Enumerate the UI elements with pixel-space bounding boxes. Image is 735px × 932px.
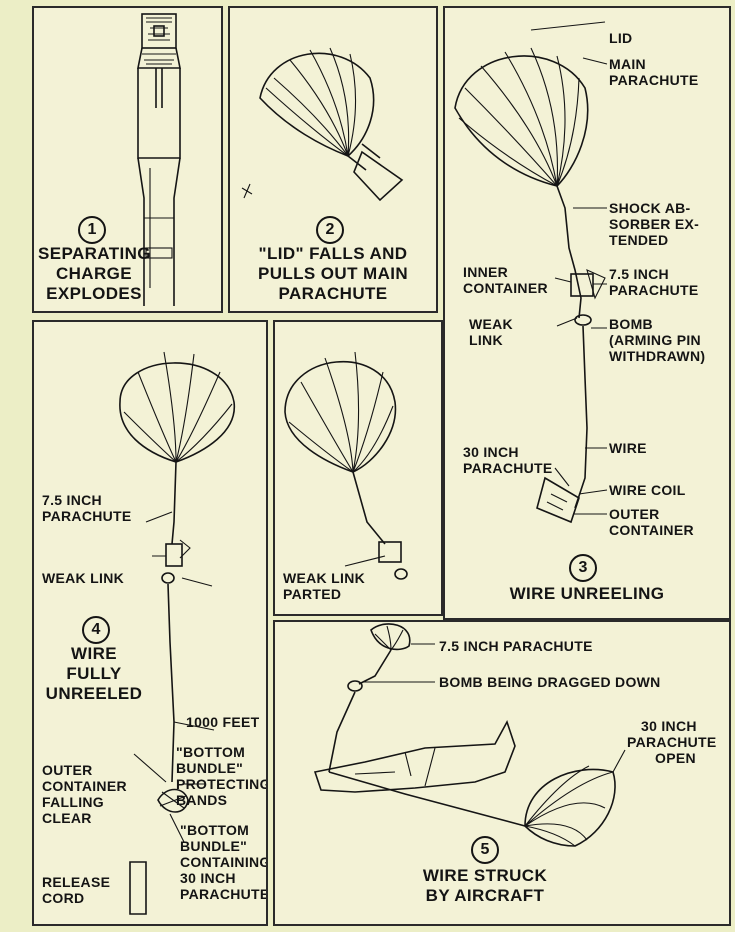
panel-3-illustration xyxy=(454,21,608,524)
p4-label-bundle-4: 30 INCH xyxy=(180,870,236,886)
panel-2-caption-line-1: "LID" FALLS AND xyxy=(258,244,408,263)
p4-label-chute-75-2: PARACHUTE xyxy=(42,508,132,524)
panel-1-caption-line-3: EXPLODES xyxy=(46,284,142,303)
panel-1-illustration xyxy=(137,13,181,306)
label-wire-coil: WIRE COIL xyxy=(609,482,686,498)
label-bomb-2: (ARMING PIN xyxy=(609,332,701,348)
label-shock-absorber-3: TENDED xyxy=(609,232,669,248)
label-weak-link-2: LINK xyxy=(469,332,503,348)
panel-2-caption-line-3: PARACHUTE xyxy=(278,284,388,303)
label-wire: WIRE xyxy=(609,440,647,456)
p5-label-bomb-dragged: BOMB BEING DRAGGED DOWN xyxy=(439,674,661,690)
label-weak-link-parted-1: WEAK LINK xyxy=(283,570,366,586)
label-chute-30-2: PARACHUTE xyxy=(463,460,553,476)
label-inner-container-1: INNER xyxy=(463,264,509,280)
panel-4-caption-line-3: UNREELED xyxy=(45,684,143,703)
p5-label-chute-75: 7.5 INCH PARACHUTE xyxy=(439,638,593,654)
label-chute-75-2: PARACHUTE xyxy=(609,282,699,298)
p5-label-chute-30-open-3: OPEN xyxy=(655,750,696,766)
label-chute-30-1: 30 INCH xyxy=(463,444,519,460)
label-outer-container-2: CONTAINER xyxy=(609,522,694,538)
panel-5-caption-line-1: WIRE STRUCK xyxy=(422,866,548,885)
label-weak-link-parted-2: PARTED xyxy=(283,586,342,602)
panel-1-caption-line-2: CHARGE xyxy=(55,264,133,283)
p4-label-bundle-2: BUNDLE" xyxy=(180,838,248,854)
panel-4-caption-line-2: FULLY xyxy=(66,664,122,683)
p4-label-outer-3: FALLING xyxy=(42,794,104,810)
label-bomb-1: BOMB xyxy=(609,316,653,332)
p4-label-bundle-5: PARACHUTE xyxy=(180,886,268,902)
panel-1-caption-line-1: SEPARATING xyxy=(38,244,151,263)
p4-label-outer-1: OUTER xyxy=(42,762,93,778)
label-main-parachute-2: PARACHUTE xyxy=(609,72,699,88)
p4-label-release-1: RELEASE xyxy=(42,874,111,890)
label-shock-absorber-1: SHOCK AB- xyxy=(609,200,691,216)
p4-label-bands-3: PROTECTING xyxy=(176,776,268,792)
label-chute-75-1: 7.5 INCH xyxy=(609,266,669,282)
label-bomb-3: WITHDRAWN) xyxy=(609,348,706,364)
label-inner-container-2: CONTAINER xyxy=(463,280,548,296)
label-lid: LID xyxy=(609,30,633,46)
p4-label-bands-1: "BOTTOM xyxy=(176,744,246,760)
panel-2-number: 2 xyxy=(316,216,344,244)
panel-3-caption: WIRE UNREELING xyxy=(509,584,665,603)
label-main-parachute-1: MAIN xyxy=(609,56,646,72)
p4-label-weak-link: WEAK LINK xyxy=(42,570,125,586)
p4-label-1000-feet: 1000 FEET xyxy=(186,714,260,730)
p4-label-bundle-3: CONTAINING xyxy=(180,854,268,870)
panel-4: 7.5 INCH PARACHUTE WEAK LINK 4 WIRE FULL… xyxy=(32,320,268,926)
panel-2: 2 "LID" FALLS AND PULLS OUT MAIN PARACHU… xyxy=(228,6,438,313)
label-shock-absorber-2: SORBER EX- xyxy=(609,216,700,232)
panel-2-illustration xyxy=(241,47,404,202)
panel-5-caption-line-2: BY AIRCRAFT xyxy=(425,886,545,905)
p4-label-chute-75-1: 7.5 INCH xyxy=(42,492,102,508)
panel-3-number: 3 xyxy=(569,554,597,582)
panel-4-number: 4 xyxy=(82,616,110,644)
p4-label-outer-2: CONTAINER xyxy=(42,778,127,794)
p5-label-chute-30-open-2: PARACHUTE xyxy=(627,734,717,750)
panel-5: 7.5 INCH PARACHUTE BOMB BEING DRAGGED DO… xyxy=(273,620,731,926)
panel-2-caption-line-2: PULLS OUT MAIN xyxy=(257,264,409,283)
label-outer-container-1: OUTER xyxy=(609,506,660,522)
p4-label-bands-2: BUNDLE" xyxy=(176,760,244,776)
panel-3: LID MAIN PARACHUTE SHOCK AB- SORBER EX- … xyxy=(443,6,731,620)
p4-label-bands-4: BANDS xyxy=(176,792,228,808)
panel-5-number: 5 xyxy=(471,836,499,864)
p5-label-chute-30-open-1: 30 INCH xyxy=(641,718,697,734)
panel-4b: WEAK LINK PARTED xyxy=(273,320,443,616)
panel-4-illustration xyxy=(119,351,235,915)
panel-5-illustration xyxy=(313,623,626,847)
p4-label-bundle-1: "BOTTOM xyxy=(180,822,250,838)
panel-4-caption-line-1: WIRE xyxy=(71,644,117,663)
p4-label-release-2: CORD xyxy=(42,890,85,906)
panel-1-number: 1 xyxy=(78,216,106,244)
p4-label-outer-4: CLEAR xyxy=(42,810,92,826)
panel-1: 1 SEPARATING CHARGE EXPLODES xyxy=(32,6,223,313)
panel-4b-illustration xyxy=(284,351,408,580)
label-weak-link-1: WEAK xyxy=(469,316,513,332)
